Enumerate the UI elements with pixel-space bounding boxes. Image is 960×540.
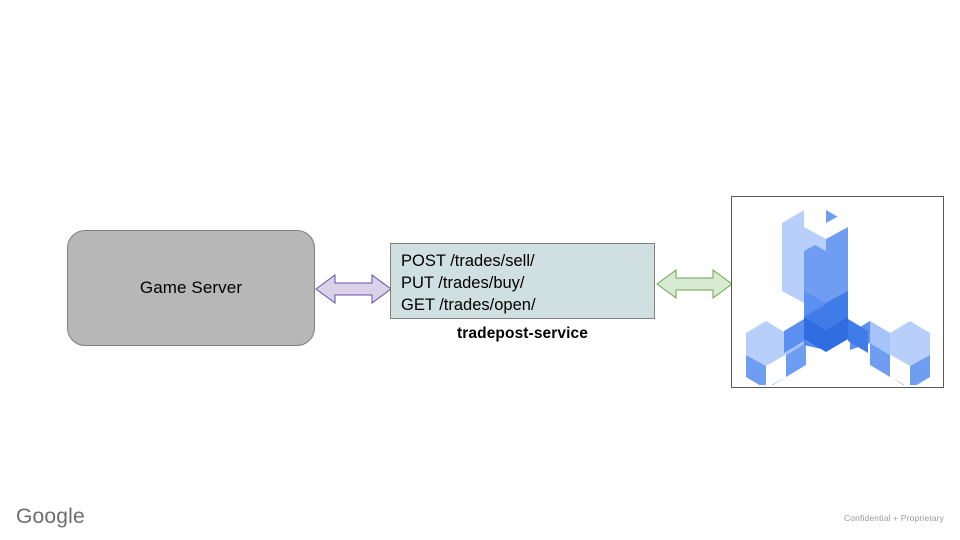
node-tradepost-service-caption: tradepost-service: [457, 325, 588, 342]
node-game-server-label: Game Server: [139, 277, 243, 297]
service-endpoint-3: GET /trades/open/: [401, 296, 536, 314]
bidirectional-arrow-icon: [315, 274, 392, 304]
node-tradepost-service[interactable]: POST /trades/sell/ PUT /trades/buy/ GET …: [390, 243, 655, 319]
node-game-server[interactable]: Game Server: [67, 230, 315, 346]
google-wordmark: Google: [16, 505, 85, 528]
isometric-wrench-icon: [745, 210, 930, 385]
service-endpoint-2: PUT /trades/buy/: [401, 274, 525, 292]
confidentiality-notice: Confidential + Proprietary: [843, 513, 944, 523]
bidirectional-arrow-icon: [656, 269, 733, 299]
connector-game-server-to-service[interactable]: [315, 270, 392, 308]
connector-service-to-logo[interactable]: [656, 265, 733, 303]
panel-logo-image[interactable]: [731, 196, 944, 388]
service-endpoint-1: POST /trades/sell/: [401, 252, 535, 270]
